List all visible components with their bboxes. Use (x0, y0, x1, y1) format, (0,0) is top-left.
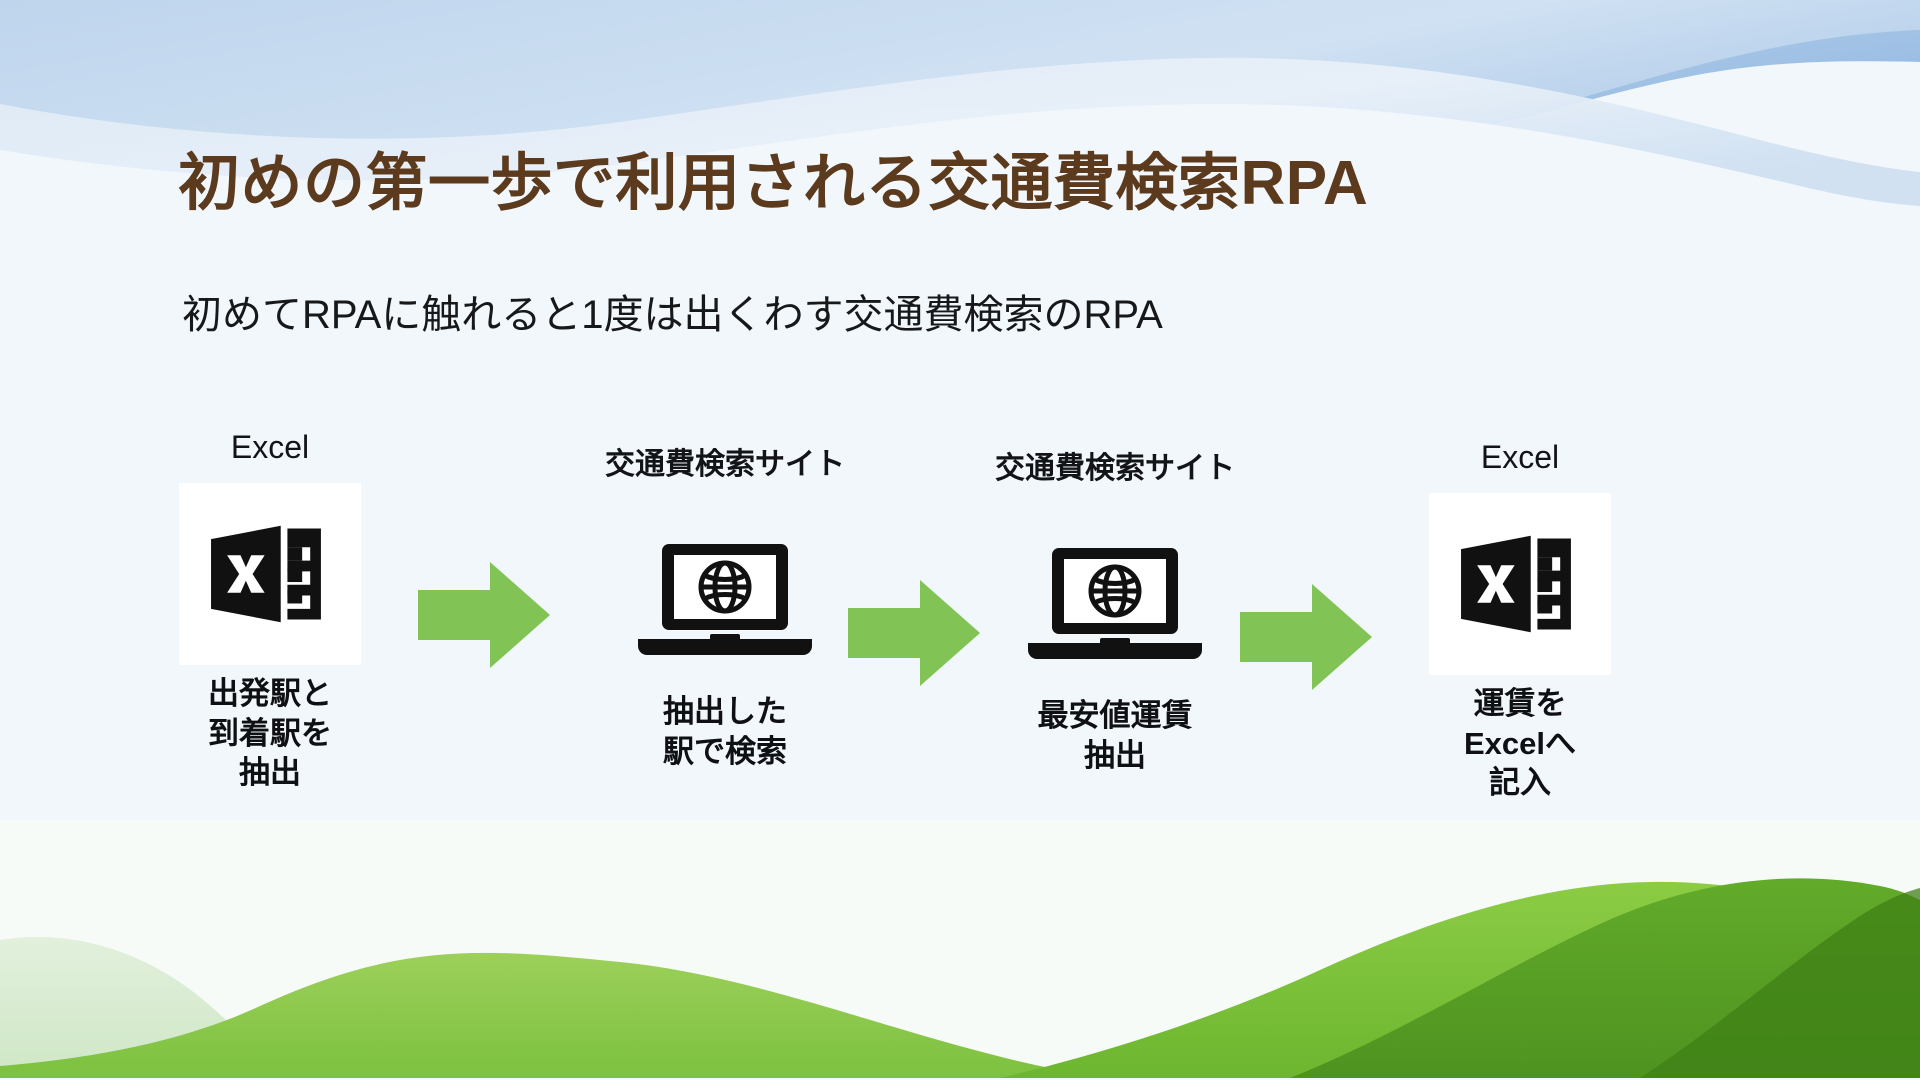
flow-step-4-icon-container (1370, 484, 1670, 684)
flow-step-1-top-label: Excel (230, 429, 310, 465)
flow-step-3-top-label: 交通費検索サイト (995, 452, 1235, 485)
flow-step-1-caption: 出発駅と 到着駅を 抽出 (208, 676, 332, 791)
flow-step-2-caption: 抽出した 駅で検索 (663, 694, 787, 769)
flow-arrow-1 (418, 560, 550, 670)
excel-icon (1461, 535, 1571, 633)
right-arrow-icon (848, 580, 980, 686)
flow-step-1: Excel 出発駅と 到着駅を 抽出 (120, 429, 420, 793)
flow-arrow-3 (1240, 582, 1372, 692)
right-arrow-icon (1240, 584, 1372, 690)
excel-icon-tile (179, 483, 361, 665)
slide-subtitle: 初めてRPAに触れると1度は出くわす交通費検索のRPA (182, 293, 1163, 337)
flow-step-3-caption: 最安値運賃 抽出 (1037, 698, 1193, 773)
flow-step-1-icon-container (120, 474, 420, 674)
flow-step-3-icon-container (965, 496, 1265, 696)
right-arrow-icon (418, 562, 550, 668)
flow-step-2-top-label: 交通費検索サイト (605, 448, 845, 481)
process-flow-diagram: Excel 出発駅と 到着駅を 抽出 (0, 429, 1920, 930)
flow-step-4-top-label: Excel (1480, 439, 1560, 475)
flow-arrow-2 (848, 578, 980, 688)
excel-icon (211, 525, 321, 623)
flow-step-4-caption: 運賃を Excelへ 記入 (1463, 686, 1576, 801)
flow-step-3: 交通費検索サイト 最安値運賃 抽出 (965, 452, 1265, 775)
flow-step-2-icon-container (575, 492, 875, 692)
slide-title: 初めの第一歩で利用される交通費検索RPA (178, 149, 1369, 218)
flow-step-2: 交通費検索サイト 抽出した 駅で検索 (575, 448, 875, 771)
laptop-globe-icon (1028, 548, 1202, 659)
flow-step-4: Excel 運賃を Excelへ 記入 (1370, 439, 1670, 803)
laptop-globe-icon (638, 544, 812, 655)
excel-icon-tile (1429, 493, 1611, 675)
